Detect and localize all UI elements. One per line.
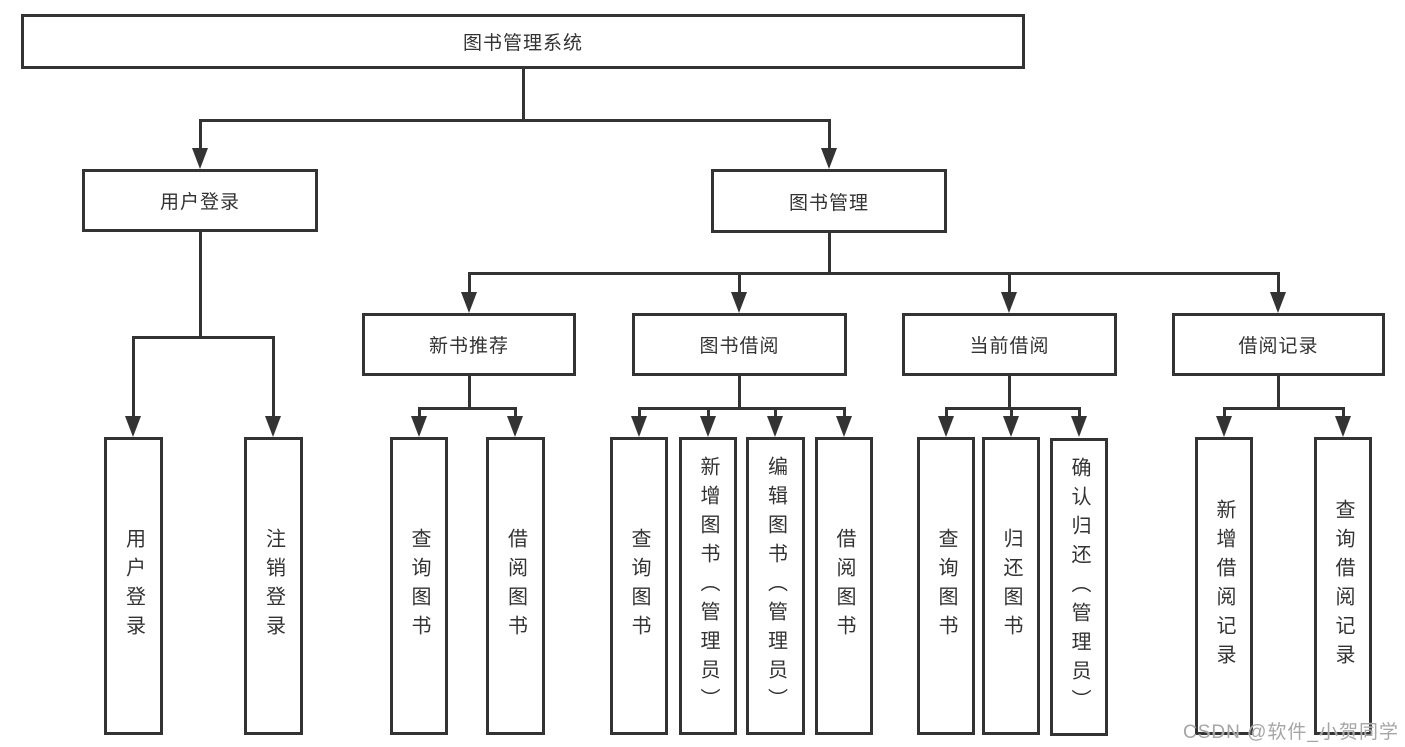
connector-drop — [1223, 407, 1226, 417]
csdn-watermark: CSDN @软件_小贺同学 — [1183, 722, 1399, 743]
node-label: 归还图书 — [1000, 528, 1022, 644]
connector-recommend-trunk — [468, 376, 471, 410]
leaf-return-book: 归还图书 — [982, 437, 1040, 735]
connector-drop-new-book-recommend — [468, 272, 471, 293]
node-label: 图书管理系统 — [462, 33, 583, 54]
node-label: 当前借阅 — [969, 336, 1050, 357]
connector-root-hbar — [199, 119, 831, 122]
node-borrowing-records: 借阅记录 — [1172, 313, 1385, 376]
connector-book-management-hbar — [468, 272, 1280, 275]
arrowhead-down-icon — [1335, 416, 1351, 437]
node-label: 借阅记录 — [1238, 336, 1319, 357]
connector-user-login-trunk — [199, 232, 202, 339]
node-label: 查询借阅记录 — [1332, 499, 1354, 673]
arrowhead-down-icon — [1001, 292, 1017, 313]
node-label: 确认归还（管理员） — [1068, 456, 1090, 718]
connector-drop — [514, 407, 517, 417]
node-label: 查询图书 — [408, 528, 430, 644]
node-label: 新书推荐 — [428, 336, 509, 357]
arrowhead-down-icon — [507, 416, 523, 437]
node-book-borrowing: 图书借阅 — [632, 313, 847, 376]
arrowhead-down-icon — [192, 148, 208, 169]
arrowhead-down-icon — [1270, 292, 1286, 313]
node-label: 用户登录 — [122, 528, 145, 644]
connector-drop — [418, 407, 421, 417]
connector-book-management-trunk — [828, 233, 831, 275]
arrowhead-down-icon — [836, 416, 852, 437]
node-book-management: 图书管理 — [711, 169, 947, 233]
node-label: 图书借阅 — [699, 336, 780, 357]
node-label: 新增图书（管理员） — [697, 455, 719, 717]
connector-drop-borrowing-records — [1277, 272, 1280, 293]
connector-borrowing-trunk — [738, 375, 741, 410]
connector-drop-book-borrowing — [738, 272, 741, 293]
node-label: 图书管理 — [788, 192, 869, 214]
connector-drop-leaf-user-login — [132, 336, 135, 417]
leaf-logout: 注销登录 — [244, 437, 303, 735]
connector-drop — [707, 407, 710, 417]
arrowhead-down-icon — [700, 416, 716, 437]
arrowhead-down-icon — [767, 416, 783, 437]
node-label: 编辑图书（管理员） — [764, 455, 787, 717]
connector-drop-book-management — [828, 119, 831, 149]
node-current-borrowing: 当前借阅 — [902, 313, 1117, 376]
connector-borrowing-hbar — [638, 407, 846, 410]
node-label: 查询图书 — [935, 528, 957, 644]
arrowhead-down-icon — [1003, 416, 1019, 437]
leaf-borrow-book-recommend: 借阅图书 — [486, 437, 545, 735]
connector-current-trunk — [1008, 376, 1011, 410]
node-label: 用户登录 — [159, 192, 240, 213]
connector-drop — [843, 407, 846, 417]
leaf-add-book-admin: 新增图书（管理员） — [679, 437, 737, 735]
leaf-query-book-current: 查询图书 — [917, 437, 975, 735]
arrowhead-down-icon — [821, 148, 837, 169]
arrowhead-down-icon — [731, 292, 747, 313]
leaf-edit-book-admin: 编辑图书（管理员） — [746, 437, 805, 735]
connector-recommend-hbar — [418, 407, 517, 410]
node-user-login: 用户登录 — [82, 169, 318, 232]
arrowhead-down-icon — [1071, 416, 1087, 437]
connector-drop — [774, 407, 777, 417]
connector-drop — [638, 407, 641, 417]
connector-user-login-hbar — [132, 336, 275, 339]
leaf-confirm-return-admin: 确认归还（管理员） — [1050, 438, 1108, 736]
connector-drop — [945, 407, 948, 417]
arrowhead-down-icon — [938, 416, 954, 437]
leaf-query-book-recommend: 查询图书 — [390, 437, 448, 735]
connector-root-trunk — [522, 69, 525, 122]
leaf-borrow-book-borrowing: 借阅图书 — [815, 437, 873, 735]
arrowhead-down-icon — [461, 292, 477, 313]
connector-drop-leaf-logout — [272, 336, 275, 417]
node-label: 注销登录 — [262, 528, 285, 644]
arrowhead-down-icon — [631, 416, 647, 437]
leaf-query-borrow-record: 查询借阅记录 — [1314, 437, 1372, 735]
node-new-book-recommend: 新书推荐 — [362, 313, 576, 376]
leaf-user-login: 用户登录 — [104, 437, 163, 735]
connector-drop — [1010, 407, 1013, 417]
arrowhead-down-icon — [265, 416, 281, 437]
connector-drop-current-borrowing — [1008, 272, 1011, 293]
node-library-management-system: 图书管理系统 — [21, 14, 1025, 69]
connector-drop — [1078, 407, 1081, 417]
node-label: 借阅图书 — [504, 528, 527, 644]
arrowhead-down-icon — [125, 416, 141, 437]
node-label: 新增借阅记录 — [1213, 499, 1235, 673]
connector-current-hbar — [945, 407, 1081, 410]
leaf-add-borrow-record: 新增借阅记录 — [1195, 437, 1253, 735]
connector-drop — [1342, 407, 1345, 417]
node-label: 查询图书 — [628, 528, 650, 644]
arrowhead-down-icon — [1216, 416, 1232, 437]
connector-drop-user-login — [199, 119, 202, 149]
connector-records-hbar — [1223, 407, 1345, 410]
connector-records-trunk — [1277, 376, 1280, 410]
node-label: 借阅图书 — [833, 528, 855, 644]
arrowhead-down-icon — [411, 416, 427, 437]
leaf-query-book-borrowing: 查询图书 — [610, 437, 668, 735]
